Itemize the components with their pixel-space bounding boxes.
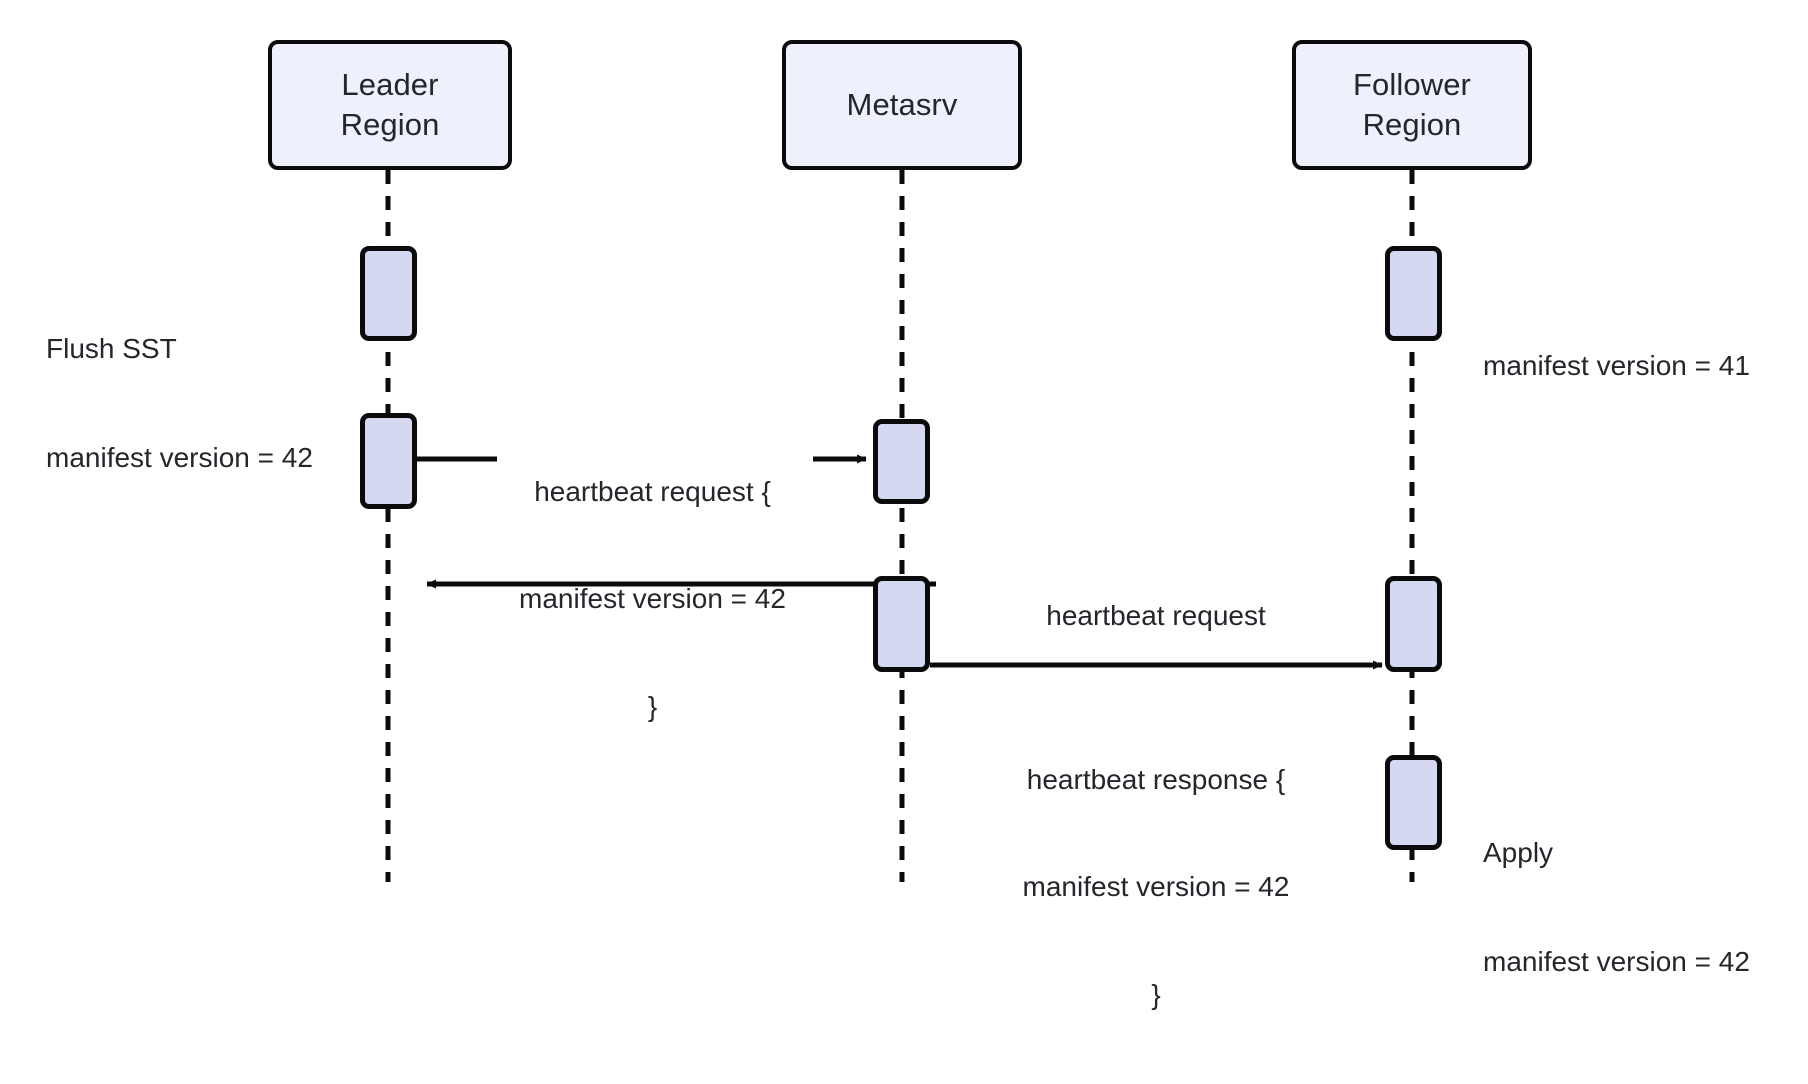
participant-follower-line1: Follower bbox=[1353, 67, 1471, 103]
participant-follower-region-label: Follower Region bbox=[1353, 65, 1471, 144]
sequence-diagram-canvas: Leader Region Metasrv Follower Region Fl… bbox=[46, 40, 1808, 1010]
participant-follower-region[interactable]: Follower Region bbox=[1292, 40, 1532, 170]
note-apply-line2: manifest version = 42 bbox=[1483, 945, 1750, 977]
note-follower-manifest-version: manifest version = 41 bbox=[1483, 275, 1808, 457]
note-apply-line1: Apply bbox=[1483, 836, 1554, 868]
msg-3-line1: heartbeat response { bbox=[1026, 763, 1286, 795]
msg-2-line1: heartbeat request bbox=[1046, 599, 1266, 631]
activation-metasrv-heartbeat-exchange[interactable] bbox=[873, 576, 930, 672]
note-apply: Apply manifest version = 42 bbox=[1483, 762, 1808, 1053]
note-flush-sst-line2: manifest version = 42 bbox=[46, 441, 313, 473]
msg-heartbeat-response-label: heartbeat response { manifest version = … bbox=[930, 690, 1382, 1084]
msg-3-line2: manifest version = 42 bbox=[1022, 871, 1290, 903]
participant-metasrv[interactable]: Metasrv bbox=[782, 40, 1022, 170]
participant-leader-region-label: Leader Region bbox=[341, 65, 440, 144]
activation-follower-version[interactable] bbox=[1385, 246, 1442, 341]
participant-leader-region[interactable]: Leader Region bbox=[268, 40, 512, 170]
msg-3-line3: } bbox=[1151, 978, 1161, 1010]
msg-1-line3: } bbox=[647, 690, 658, 722]
participant-follower-line2: Region bbox=[1362, 107, 1462, 142]
msg-1-line2: manifest version = 42 bbox=[519, 583, 786, 615]
msg-heartbeat-request-leader-label: heartbeat request { manifest version = 4… bbox=[490, 402, 815, 796]
diagram-vector-layer bbox=[385, 170, 1415, 882]
participant-leader-line1: Leader bbox=[341, 67, 439, 103]
note-follower-manifest-version-line1: manifest version = 41 bbox=[1483, 349, 1750, 381]
participant-metasrv-label: Metasrv bbox=[846, 87, 958, 123]
msg-1-line1: heartbeat request { bbox=[534, 475, 771, 507]
activation-follower-apply[interactable] bbox=[1385, 755, 1442, 850]
msg-heartbeat-request-follower-label: heartbeat request bbox=[930, 526, 1382, 705]
note-flush-sst-line1: Flush SST bbox=[46, 332, 177, 364]
activation-leader-heartbeat[interactable] bbox=[360, 413, 417, 509]
note-flush-sst: Flush SST manifest version = 42 bbox=[46, 258, 366, 549]
activation-metasrv-heartbeat-in[interactable] bbox=[873, 419, 930, 504]
activation-leader-flush[interactable] bbox=[360, 246, 417, 341]
participant-leader-line2: Region bbox=[340, 107, 440, 142]
activation-follower-heartbeat[interactable] bbox=[1385, 576, 1442, 672]
